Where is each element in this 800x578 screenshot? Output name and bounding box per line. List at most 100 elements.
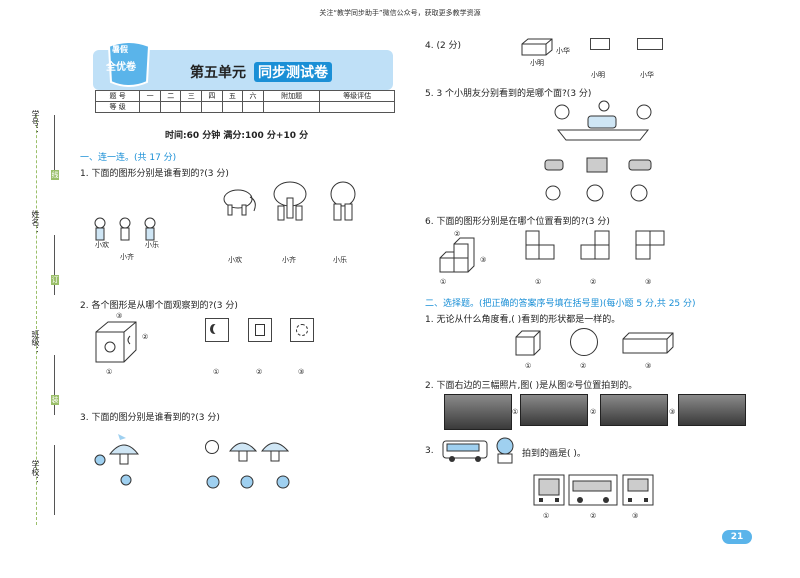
view-shape-icon [580, 230, 610, 260]
gate-photo-3 [678, 394, 746, 426]
c1-label: ③ [645, 362, 652, 370]
view-shape-icon [635, 230, 665, 260]
moon-square-icon [205, 318, 229, 342]
q6-label: ① [535, 278, 542, 286]
cuboid-choice-icon [622, 332, 674, 354]
q4-label: 小明 [530, 59, 544, 67]
cell[interactable] [221, 101, 244, 113]
kid-faces-icon [545, 184, 648, 202]
mushroom-pair-icon [228, 442, 290, 462]
cell[interactable] [159, 101, 182, 113]
q2-label: ③ [298, 368, 305, 376]
fill-line [54, 355, 55, 415]
cell[interactable] [319, 101, 395, 113]
q2-label: ① [213, 368, 220, 376]
q4-label: 小华 [556, 47, 570, 55]
c1-label: ① [525, 362, 532, 370]
q4-text: 4. (2 分) [425, 41, 462, 51]
q4-label: 小华 [640, 71, 654, 79]
cell: 附加题 [262, 90, 321, 102]
q4-label: 小明 [591, 71, 605, 79]
time-line: 时间:60 分钟 满分:100 分+10 分 [165, 131, 309, 141]
q2-text: 2. 各个图形是从哪个面观察到的?(3 分) [80, 301, 238, 311]
box-3d-icon [521, 38, 553, 56]
q6-pos: ③ [480, 256, 487, 264]
rect-view-icon [590, 38, 610, 50]
c3-label: ② [590, 512, 597, 520]
cube-face: ③ [116, 312, 123, 320]
gate-photo-main [444, 394, 512, 430]
stacked-cubes-icon [439, 237, 475, 273]
q5-text: 5. 3 个小朋友分别看到的是哪个面?(3 分) [425, 89, 592, 99]
choice-3-text: 拍到的画是( )。 [522, 449, 586, 459]
cell: 三 [180, 90, 203, 102]
sun-square-icon [290, 318, 314, 342]
q6-label: ③ [645, 278, 652, 286]
cell[interactable] [262, 101, 321, 113]
photographer-icon [496, 437, 514, 464]
bus-back-icon [622, 474, 654, 506]
cell: 四 [201, 90, 223, 102]
q1-text: 1. 下面的图形分别是谁看到的?(3 分) [80, 169, 229, 179]
c1-label: ② [580, 362, 587, 370]
choice-3-number: 3. [425, 446, 434, 456]
cell[interactable] [201, 101, 223, 113]
fill-line [54, 115, 55, 175]
cell[interactable] [242, 101, 264, 113]
bus-front-icon [533, 474, 565, 506]
cube-face: ① [106, 368, 113, 376]
q1-person: 小欢 [95, 241, 109, 249]
q6-pos: ① [440, 278, 447, 286]
gate-photo-2 [600, 394, 668, 426]
fill-line [54, 235, 55, 295]
view-shape-icon [525, 230, 555, 260]
q6-label: ② [590, 278, 597, 286]
c2-label: ② [590, 408, 597, 416]
cell[interactable] [139, 101, 161, 113]
gate-photo-1 [520, 394, 588, 426]
cell: 题 号 [94, 90, 141, 102]
kids-with-car-icon [554, 100, 652, 141]
c3-label: ① [543, 512, 550, 520]
three-animals-icon [206, 475, 290, 489]
score-table: 题 号 一 二 三 四 五 六 附加题 等级评估 等 级 [94, 90, 395, 113]
cell: 等 级 [94, 101, 141, 113]
sphere-choice-icon [570, 328, 598, 356]
section-2-title: 二、选择题。(把正确的答案序号填在括号里)(每小题 5 分,共 25 分) [425, 299, 696, 309]
c3-label: ③ [632, 512, 639, 520]
bind-mark: 线 [51, 170, 59, 180]
elephant-front-icon [273, 181, 307, 221]
name-label: 姓名： [31, 210, 40, 234]
c2-label: ① [512, 408, 519, 416]
school-label: 学校： [31, 460, 40, 484]
q1-view-label: 小欢 [228, 256, 242, 264]
cell: 五 [221, 90, 244, 102]
cell: 一 [139, 90, 161, 102]
q2-label: ② [256, 368, 263, 376]
q3-text: 3. 下面的图分别是谁看到的?(3 分) [80, 413, 220, 423]
three-children-icon [94, 217, 156, 241]
dot-circle-icon [205, 440, 219, 454]
elephant-back-icon [330, 181, 356, 221]
q6-text: 6. 下面的图形分别是在哪个位置看到的?(3 分) [425, 217, 610, 227]
q1-view-label: 小乐 [333, 256, 347, 264]
logo-text-bottom: 全优卷 [106, 62, 136, 73]
cell[interactable] [180, 101, 203, 113]
cell: 二 [159, 90, 182, 102]
header-note: 关注“教学同步助手”微信公众号，获取更多教学资源 [319, 9, 481, 17]
cell: 等级评估 [319, 90, 395, 102]
class-label: 班级： [31, 330, 40, 354]
square-square-icon [248, 318, 272, 342]
q1-person: 小齐 [120, 253, 134, 261]
q1-person: 小乐 [145, 241, 159, 249]
student-id-label: 学号： [31, 110, 40, 134]
bus-side-icon [568, 474, 618, 506]
title-main: 同步测试卷 [254, 62, 332, 82]
logo-text-top: 暑假 [112, 45, 128, 54]
car-views-icon [544, 157, 652, 173]
bind-mark: 订 [51, 275, 59, 285]
bind-mark: 装 [51, 395, 59, 405]
page-number: 21 [722, 530, 752, 544]
title-prefix: 第五单元 [190, 65, 246, 81]
q6-pos: ② [454, 230, 461, 238]
